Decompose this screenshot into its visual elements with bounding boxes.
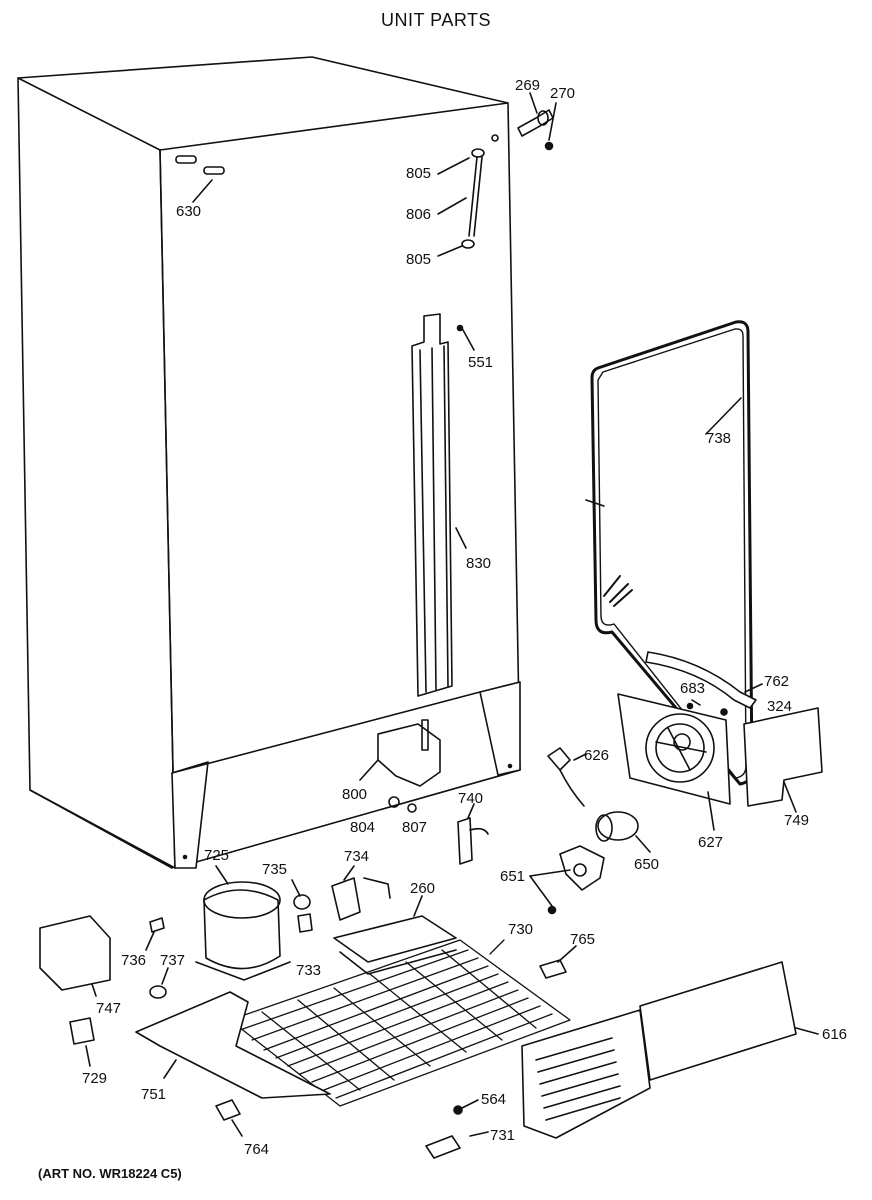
- compressor-725: [195, 865, 291, 981]
- fan-shroud-627: [617, 693, 731, 831]
- label-747: 747: [96, 1000, 122, 1017]
- label-762: 762: [764, 673, 790, 690]
- label-800: 800: [342, 786, 368, 803]
- label-725: 725: [204, 847, 230, 864]
- label-616: 616: [822, 1026, 848, 1043]
- tube-806: [437, 148, 485, 257]
- label-324: 324: [767, 698, 793, 715]
- grommet-735: [291, 879, 313, 933]
- harness-626: [547, 747, 587, 807]
- label-805-top: 805: [406, 165, 432, 182]
- label-740: 740: [458, 790, 484, 807]
- diagram-title: UNIT PARTS: [380, 10, 492, 30]
- parts-736-737-729: [69, 917, 169, 1067]
- label-269: 269: [515, 77, 541, 94]
- label-651: 651: [500, 868, 526, 885]
- label-730: 730: [508, 921, 534, 938]
- part-269-270: [517, 92, 557, 151]
- label-729: 729: [82, 1070, 108, 1087]
- gasket-762: [645, 651, 763, 709]
- rear-cover-616: [521, 961, 819, 1139]
- label-765: 765: [570, 931, 596, 948]
- condenser-730: [229, 939, 571, 1107]
- label-564: 564: [481, 1091, 507, 1108]
- label-807: 807: [402, 819, 428, 836]
- channel-830: [411, 313, 475, 697]
- label-551: 551: [468, 354, 494, 371]
- fan-blade-651: [529, 845, 605, 915]
- label-751: 751: [141, 1086, 167, 1103]
- tape-630: [175, 155, 225, 203]
- label-806: 806: [406, 206, 432, 223]
- label-626: 626: [584, 747, 610, 764]
- fasteners-564-731-764: [215, 1099, 489, 1159]
- motor-650: [595, 811, 651, 853]
- label-683: 683: [680, 680, 706, 697]
- clip-765: [539, 945, 577, 979]
- label-650: 650: [634, 856, 660, 873]
- base-pan-751: [135, 991, 331, 1099]
- label-270: 270: [550, 85, 576, 102]
- cover-749: [743, 707, 823, 813]
- label-764: 764: [244, 1141, 270, 1158]
- refrigerator-cabinet: [17, 56, 521, 869]
- tray-260: [333, 895, 457, 975]
- heater-loop-738: [585, 320, 754, 786]
- part-740: [457, 803, 489, 865]
- label-735: 735: [262, 861, 288, 878]
- bracket-747: [39, 915, 111, 997]
- label-736: 736: [121, 952, 147, 969]
- label-805-bottom: 805: [406, 251, 432, 268]
- label-630: 630: [176, 203, 202, 220]
- label-731: 731: [490, 1127, 516, 1144]
- valve-800: [359, 719, 441, 813]
- label-734: 734: [344, 848, 370, 865]
- art-number: (ART NO. WR18224 C5): [38, 1166, 182, 1181]
- label-738: 738: [706, 430, 732, 447]
- label-733: 733: [296, 962, 322, 979]
- label-749: 749: [784, 812, 810, 829]
- relay-734: [331, 865, 391, 921]
- label-260: 260: [410, 880, 436, 897]
- label-830: 830: [466, 555, 492, 572]
- label-627: 627: [698, 834, 724, 851]
- label-737: 737: [160, 952, 186, 969]
- label-804: 804: [350, 819, 376, 836]
